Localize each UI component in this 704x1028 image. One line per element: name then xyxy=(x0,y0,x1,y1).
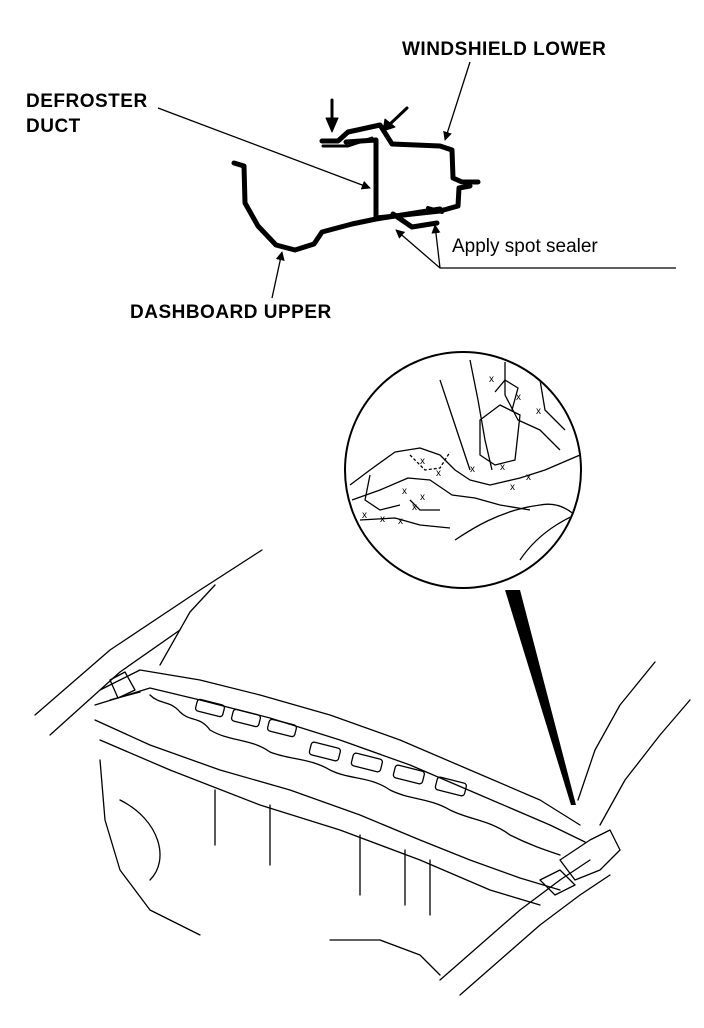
svg-text:x: x xyxy=(398,516,403,527)
svg-text:x: x xyxy=(420,492,425,503)
leader-dashboard-upper xyxy=(271,251,285,299)
svg-text:x: x xyxy=(380,514,385,525)
svg-text:x: x xyxy=(362,510,367,521)
svg-text:x: x xyxy=(500,462,505,473)
svg-text:x: x xyxy=(536,406,541,417)
leader-lines xyxy=(157,61,676,299)
svg-text:x: x xyxy=(436,468,441,479)
cowl-louvres xyxy=(194,698,468,797)
cowl-assembly xyxy=(34,549,691,996)
leader-defroster-duct xyxy=(157,107,371,190)
label-dashboard-upper: DASHBOARD UPPER xyxy=(130,302,332,323)
svg-text:x: x xyxy=(526,472,531,483)
svg-text:x: x xyxy=(402,486,407,497)
svg-text:x: x xyxy=(510,482,515,493)
magnifier-pointer xyxy=(505,590,576,805)
svg-text:x: x xyxy=(412,502,417,513)
dashboard-upper-panel xyxy=(231,160,443,253)
leader-windshield-lower xyxy=(443,61,471,141)
svg-text:x: x xyxy=(516,392,521,403)
windshield-lower-panel xyxy=(319,122,481,185)
label-defroster-duct-line1: DEFROSTER xyxy=(26,91,148,112)
cross-section-detail xyxy=(231,98,481,253)
label-apply-spot-sealer: Apply spot sealer xyxy=(452,236,598,257)
svg-text:x: x xyxy=(470,464,475,475)
svg-text:x: x xyxy=(489,374,494,385)
label-defroster-duct-line2: DUCT xyxy=(26,116,81,137)
leader-spot-sealer-b xyxy=(431,224,441,269)
label-windshield-lower: WINDSHIELD LOWER xyxy=(402,39,607,60)
svg-text:x: x xyxy=(420,456,425,467)
